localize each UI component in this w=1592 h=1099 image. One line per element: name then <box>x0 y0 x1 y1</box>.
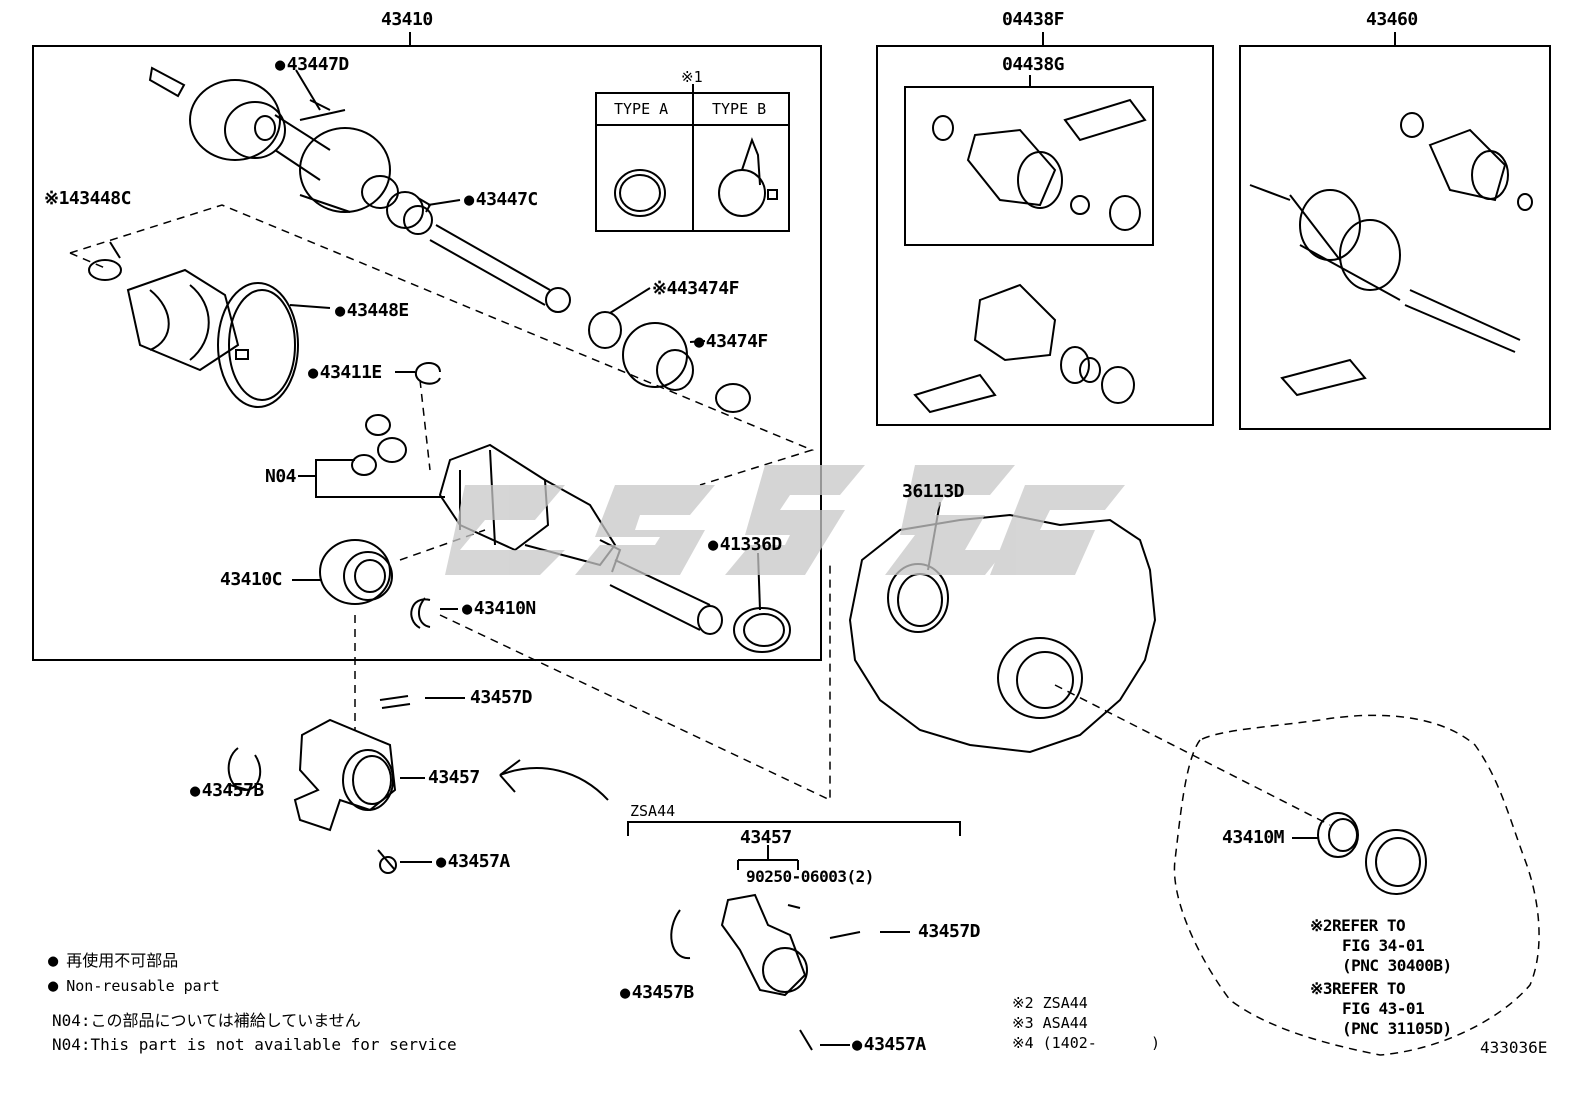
part-label-43457D-left[interactable]: 43457D <box>470 687 533 708</box>
part-label-43448C[interactable]: ※143448C <box>44 190 131 208</box>
part-label-43457B-zsa[interactable]: 43457B <box>620 984 695 1002</box>
part-label-N04[interactable]: N04 <box>265 466 297 487</box>
type-table-note: ※1 <box>681 68 703 86</box>
refer-line2: FIG 43-01 <box>1342 999 1425 1018</box>
part-label-43457B-left[interactable]: 43457B <box>190 782 265 800</box>
part-number: 43474F <box>676 278 740 299</box>
legend-n04-jp: N04:この部品については補給していません <box>52 1011 361 1030</box>
type-a-header: TYPE A <box>614 100 669 118</box>
assembly-label-04438F[interactable]: 04438F <box>1002 9 1065 30</box>
part-label-43457D-zsa[interactable]: 43457D <box>918 921 981 942</box>
assembly-label-43410[interactable]: 43410 <box>381 9 433 30</box>
legend-nonreusable-en: Non-reusable part <box>48 978 220 995</box>
inboard-boot <box>88 241 240 372</box>
part-label-43448E[interactable]: 43448E <box>335 302 410 320</box>
refer-line2: FIG 34-01 <box>1342 936 1425 955</box>
part-label-43410C[interactable]: 43410C <box>220 569 283 590</box>
refer-note-fig-43-01[interactable]: ※3REFER TO FIG 43-01 (PNC 31105D) <box>1310 981 1452 1037</box>
frame-04438F <box>876 45 1214 426</box>
refer-line1: REFER TO <box>1332 916 1406 935</box>
part-label-43447D-top[interactable]: 43447D <box>275 56 350 74</box>
refer-line1: REFER TO <box>1332 979 1406 998</box>
part-label-43457A-zsa[interactable]: 43457A <box>852 1036 927 1054</box>
part-label-43410M[interactable]: 43410M <box>1222 827 1285 848</box>
part-label-90250-06003[interactable]: 90250-06003(2) <box>746 867 874 886</box>
bearing-bracket-left <box>227 695 411 874</box>
diagram-id: 433036E <box>1480 1038 1548 1057</box>
part-label-43457-left[interactable]: 43457 <box>428 767 480 788</box>
frame-04438G <box>904 86 1154 246</box>
refer-note-fig-34-01[interactable]: ※2REFER TO FIG 34-01 (PNC 30400B) <box>1310 918 1452 974</box>
note-mark: ※1 <box>44 188 69 209</box>
drive-shaft-outer <box>148 66 571 313</box>
refer-mark: ※3 <box>1310 979 1333 998</box>
footnote-1402: ※4 (1402- ) <box>1012 1034 1161 1052</box>
assembly-label-43460[interactable]: 43460 <box>1366 9 1418 30</box>
part-label-36113D[interactable]: 36113D <box>902 481 965 502</box>
shop-logo-watermark-icon <box>445 465 1125 575</box>
footnote-zsa44: ※2 ZSA44 <box>1012 994 1088 1012</box>
transmission-case <box>848 513 1157 754</box>
part-number: 43448C <box>68 188 132 209</box>
refer-line3: (PNC 30400B) <box>1342 956 1452 975</box>
refer-line3: (PNC 31105D) <box>1342 1019 1452 1038</box>
note-mark: ※4 <box>652 278 677 299</box>
assembly-label-04438G[interactable]: 04438G <box>1002 54 1065 75</box>
legend-nonreusable-jp: 再使用不可部品 <box>48 953 178 970</box>
part-label-43410N[interactable]: 43410N <box>462 600 537 618</box>
part-label-43411E[interactable]: 43411E <box>308 364 383 382</box>
part-label-41336D[interactable]: 41336D <box>708 536 783 554</box>
part-label-43474F-b[interactable]: 43474F <box>694 333 769 351</box>
legend-n04-en: N04:This part is not available for servi… <box>52 1035 457 1054</box>
type-b-header: TYPE B <box>712 100 767 118</box>
part-label-43447C[interactable]: 43447C <box>464 191 539 209</box>
variant-label-zsa44: ZSA44 <box>630 802 676 820</box>
part-label-43457A-left[interactable]: 43457A <box>436 853 511 871</box>
footnote-asa44: ※3 ASA44 <box>1012 1014 1088 1032</box>
part-label-43457-zsa[interactable]: 43457 <box>740 827 792 848</box>
tripod-joint <box>351 414 407 476</box>
refer-mark: ※2 <box>1310 916 1333 935</box>
bearing-bracket-zsa <box>670 893 861 1051</box>
part-label-43474F-a[interactable]: ※443474F <box>652 280 739 298</box>
frame-43410 <box>32 45 822 661</box>
